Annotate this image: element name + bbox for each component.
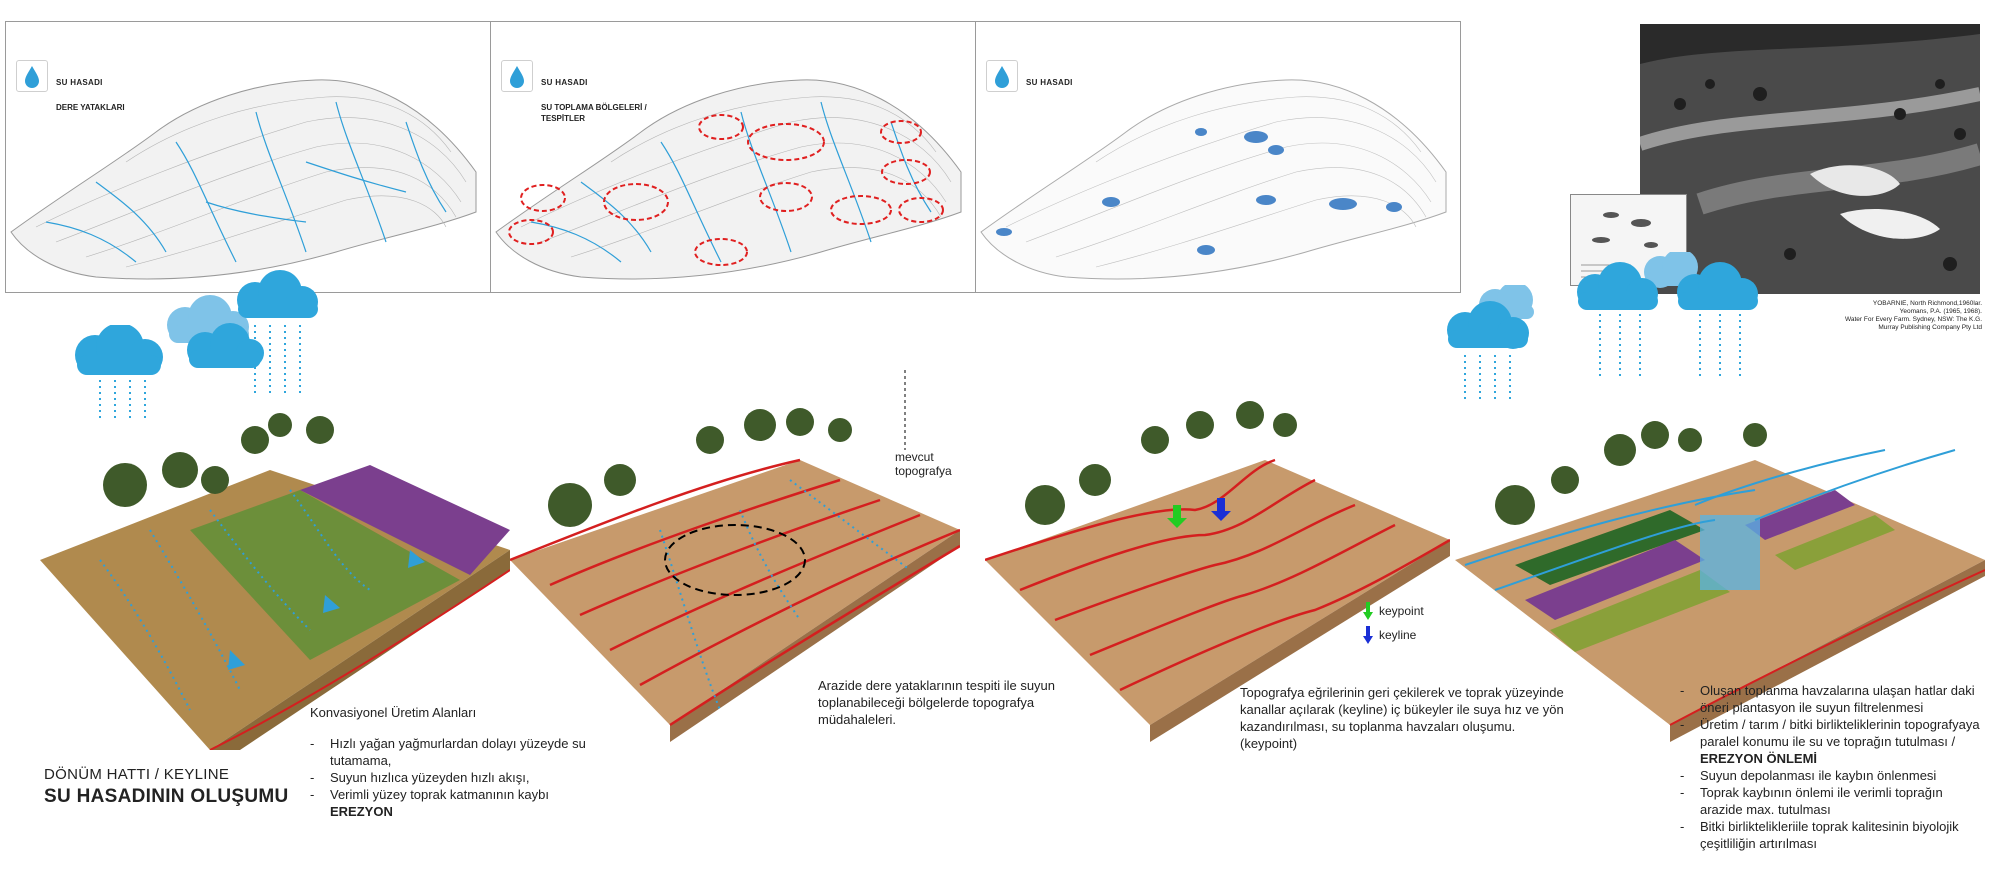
keyline-legend: keypoint keyline xyxy=(1363,602,1424,650)
caption-line: Murray Publishing Company Pty Ltd xyxy=(1878,324,1982,331)
panel-subtitle: SU TOPLAMA BÖLGELERİ / TESPİTLER xyxy=(541,103,647,123)
pond-shapes xyxy=(996,128,1402,255)
terrain-block xyxy=(984,401,1451,742)
scene-topography: mevcut topografya xyxy=(509,330,961,750)
trees xyxy=(103,413,334,507)
stream-lines xyxy=(45,101,447,263)
legend-label: keypoint xyxy=(1379,604,1424,618)
list-item: Üretim / tarım / bitki birlikteliklerini… xyxy=(1680,716,1985,767)
heading-subtitle: DÖNÜM HATTI / KEYLINE xyxy=(44,766,230,783)
legend-item-keyline: keyline xyxy=(1363,626,1424,644)
rain-cloud xyxy=(65,323,175,430)
caption-line: Yeomans, P.A. (1965, 1968). xyxy=(1899,308,1982,315)
scene1-title: Konvasiyonel Üretim Alanları xyxy=(310,705,477,720)
scene1-list: Hızlı yağan yağmurlardan dolayı yüzeyde … xyxy=(310,735,610,803)
photo-caption: YOBARNIE, North Richmond,1960lar. Yeoman… xyxy=(1782,300,1982,332)
item-text: Toprak kaybının önlemi ile verimli topra… xyxy=(1700,785,1943,817)
list-item: Hızlı yağan yağmurlardan dolayı yüzeyde … xyxy=(310,735,610,769)
item-text: Suyun depolanması ile kaybın önlenmesi xyxy=(1700,768,1937,783)
terrain-map xyxy=(495,79,962,280)
scene4-list: Oluşan toplanma havzalarına ulaşan hatla… xyxy=(1680,682,1985,852)
item-text: Üretim / tarım / bitki birlikteliklerini… xyxy=(1700,717,1980,749)
terrain-block xyxy=(509,370,961,742)
panel-subtitle: DERE YATAKLARI xyxy=(56,103,125,112)
scene-conventional xyxy=(40,270,511,770)
terrain-map xyxy=(980,79,1447,280)
water-drop-icon xyxy=(16,60,48,92)
scene1-description: Konvasiyonel Üretim Alanları Hızlı yağan… xyxy=(310,704,610,820)
scene1-emphasis: EREZYON xyxy=(330,804,393,819)
map-panel-collection-areas: SU HASADI SU TOPLAMA BÖLGELERİ / TESPİTL… xyxy=(490,21,976,293)
keypoint-marker xyxy=(1167,505,1187,528)
legend-item-keypoint: keypoint xyxy=(1363,602,1424,620)
list-item: Bitki birliktelikleriile toprak kalitesi… xyxy=(1680,818,1985,852)
scene-keyline: keypoint keyline xyxy=(984,330,1451,750)
list-item: Toprak kaybının önlemi ile verimli topra… xyxy=(1680,784,1985,818)
stream-lines xyxy=(530,101,932,263)
trees xyxy=(548,408,852,527)
keyline-contours xyxy=(984,458,1451,692)
scene3-description: Topografya eğrilerinin geri çekilerek ve… xyxy=(1240,685,1564,751)
water-drop-icon xyxy=(501,60,533,92)
runoff-lines xyxy=(99,489,371,711)
collection-basin xyxy=(1700,515,1760,590)
collection-zone-markers xyxy=(508,114,944,266)
item-emphasis: EREZYON ÖNLEMİ xyxy=(1700,751,1818,766)
terrain-map xyxy=(10,79,477,280)
item-text: Oluşan toplanma havzalarına ulaşan hatla… xyxy=(1700,683,1975,715)
contour-lines xyxy=(509,458,961,727)
keyline-marker xyxy=(1211,498,1231,521)
water-drop-icon xyxy=(986,60,1018,92)
panel-title: SU HASADI xyxy=(541,78,588,87)
keyline-channels xyxy=(1464,449,1956,591)
heading-title: SU HASADININ OLUŞUMU xyxy=(44,786,289,807)
rain-cloud xyxy=(1440,282,1550,410)
list-item: Suyun depolanması ile kaybın önlenmesi xyxy=(1680,767,1985,784)
panel-title: SU HASADI xyxy=(1026,78,1073,87)
topography-callout: mevcut topografya xyxy=(895,450,960,478)
down-arrow-icon xyxy=(1363,602,1373,620)
scene4-description: Oluşan toplanma havzalarına ulaşan hatla… xyxy=(1680,682,1985,852)
item-text: Bitki birliktelikleriile toprak kalitesi… xyxy=(1700,819,1959,851)
rain-cloud xyxy=(1570,249,1770,387)
down-arrow-icon xyxy=(1363,626,1373,644)
panel-title: SU HASADI xyxy=(56,78,103,87)
map-panel-ponds: SU HASADI xyxy=(975,21,1461,293)
historic-aerial-photo xyxy=(1640,24,1980,294)
scene2-description: Arazide dere yataklarının tespiti ile su… xyxy=(818,678,1056,727)
intervention-zone xyxy=(664,524,806,596)
list-item: Verimli yüzey toprak katmanının kaybı xyxy=(310,786,610,803)
section-heading: DÖNÜM HATTI / KEYLINE SU HASADININ OLUŞU… xyxy=(44,766,289,808)
stream-lines xyxy=(659,479,911,711)
trees xyxy=(1025,401,1297,525)
flow-arrows xyxy=(228,550,425,670)
terrain-block xyxy=(40,413,511,770)
legend-label: keyline xyxy=(1379,628,1417,642)
caption-line: YOBARNIE, North Richmond,1960lar. xyxy=(1872,300,1982,307)
list-item: Suyun hızlıca yüzeyden hızlı akışı, xyxy=(310,769,610,786)
caption-line: Water For Every Farm. Sydney, NSW: The K… xyxy=(1844,316,1982,323)
list-item: Oluşan toplanma havzalarına ulaşan hatla… xyxy=(1680,682,1985,716)
rain-cloud xyxy=(230,270,330,405)
map-panel-stream-beds: SU HASADI DERE YATAKLARI xyxy=(5,21,491,293)
rain-cloud xyxy=(155,295,265,410)
trees xyxy=(1495,421,1767,525)
